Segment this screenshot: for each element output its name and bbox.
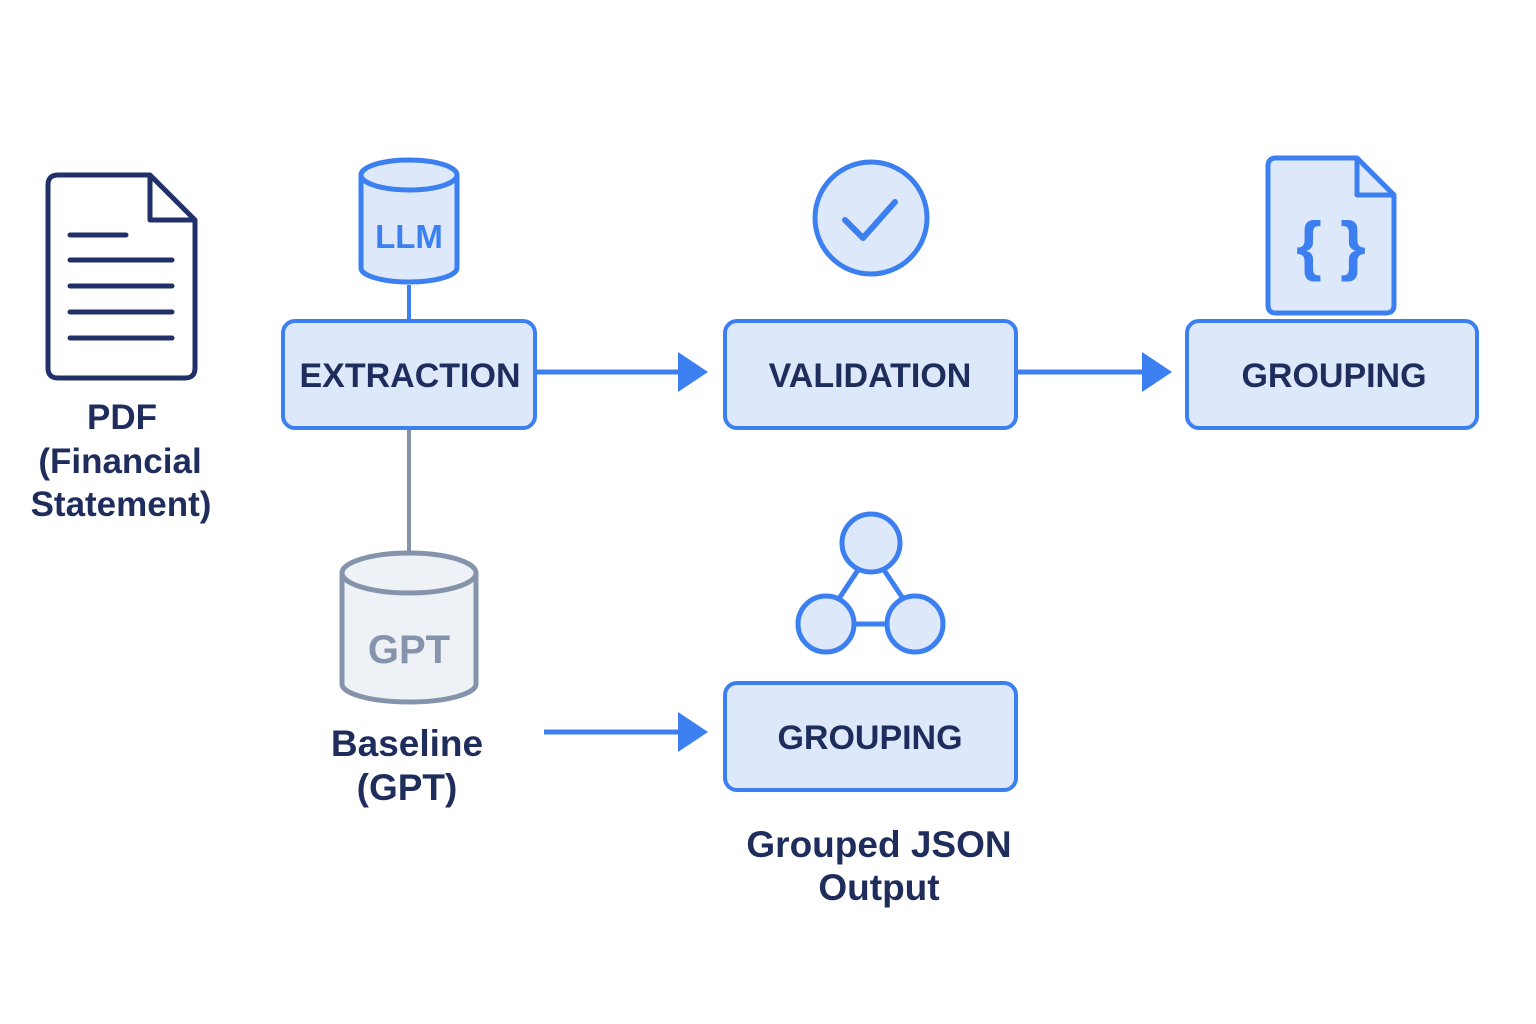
gpt-database-icon: GPT [339, 550, 479, 705]
llm-database-icon: LLM [358, 157, 460, 285]
output-caption: Grouped JSON Output [746, 824, 1011, 908]
baseline-caption-line-1: Baseline [331, 723, 483, 764]
grouping-bottom-node: GROUPING [723, 681, 1018, 792]
extraction-label: EXTRACTION [300, 357, 521, 395]
arrow-extraction-to-validation [537, 352, 708, 392]
arrow-validation-to-grouping [1018, 352, 1172, 392]
validation-node: VALIDATION [723, 319, 1018, 430]
arrow-baseline-to-grouping [544, 712, 708, 752]
output-caption-line-1: Grouped JSON [746, 824, 1011, 865]
pdf-caption-line-3: Statement) [31, 485, 212, 524]
grouping-top-label: GROUPING [1241, 357, 1426, 395]
gpt-label: GPT [368, 628, 450, 672]
pdf-caption: PDF (Financial Statement) [31, 398, 212, 524]
document-icon [45, 172, 198, 381]
baseline-caption-line-2: (GPT) [357, 767, 458, 808]
output-caption-line-2: Output [818, 867, 939, 908]
json-file-icon: { } [1265, 155, 1397, 316]
network-graph-icon [795, 511, 946, 655]
grouping-top-node: GROUPING [1185, 319, 1479, 430]
grouping-bottom-label: GROUPING [777, 719, 962, 757]
pdf-caption-line-2: (Financial [38, 442, 201, 481]
braces-glyph: { } [1296, 208, 1366, 282]
check-circle-icon [812, 159, 930, 277]
pdf-caption-line-1: PDF [87, 398, 157, 437]
validation-label: VALIDATION [769, 357, 972, 395]
extraction-node: EXTRACTION [281, 319, 537, 430]
baseline-caption: Baseline (GPT) [331, 723, 483, 808]
llm-label: LLM [375, 218, 443, 255]
